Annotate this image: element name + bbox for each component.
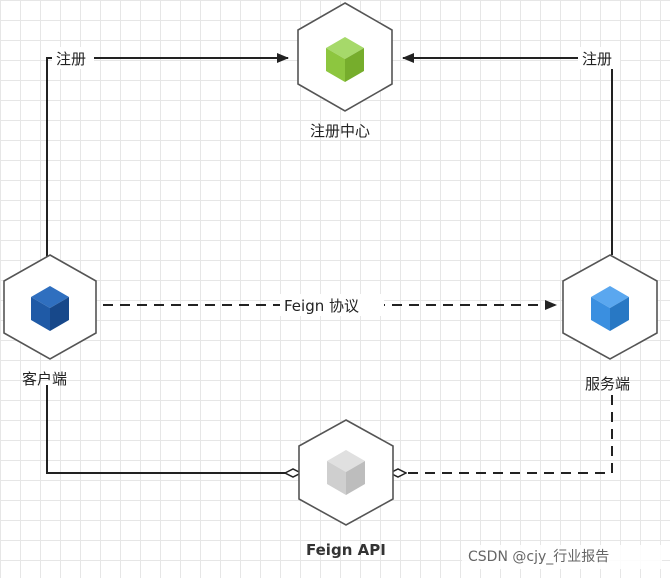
feign-protocol-label: Feign 协议 bbox=[284, 297, 359, 315]
feign-api-label: Feign API bbox=[306, 541, 386, 559]
server-label: 服务端 bbox=[585, 375, 630, 393]
client-feign-api-connector bbox=[46, 385, 293, 473]
client-cube-icon bbox=[31, 286, 69, 331]
registry-node bbox=[297, 2, 393, 112]
client-register-connector bbox=[46, 53, 289, 258]
feign-api-node bbox=[298, 419, 394, 526]
feign-api-cube-icon bbox=[327, 450, 365, 495]
client-node bbox=[3, 254, 97, 360]
server-feign-api-connector bbox=[398, 395, 613, 473]
client-register-label: 注册 bbox=[56, 50, 86, 68]
server-cube-icon bbox=[591, 286, 629, 331]
server-register-connector bbox=[402, 53, 613, 255]
server-node bbox=[562, 254, 658, 360]
registry-cube-icon bbox=[326, 37, 364, 82]
client-label: 客户端 bbox=[22, 370, 67, 388]
registry-label: 注册中心 bbox=[310, 122, 370, 140]
watermark: CSDN @cjy_行业报告 bbox=[462, 545, 662, 569]
server-register-label: 注册 bbox=[582, 50, 612, 68]
